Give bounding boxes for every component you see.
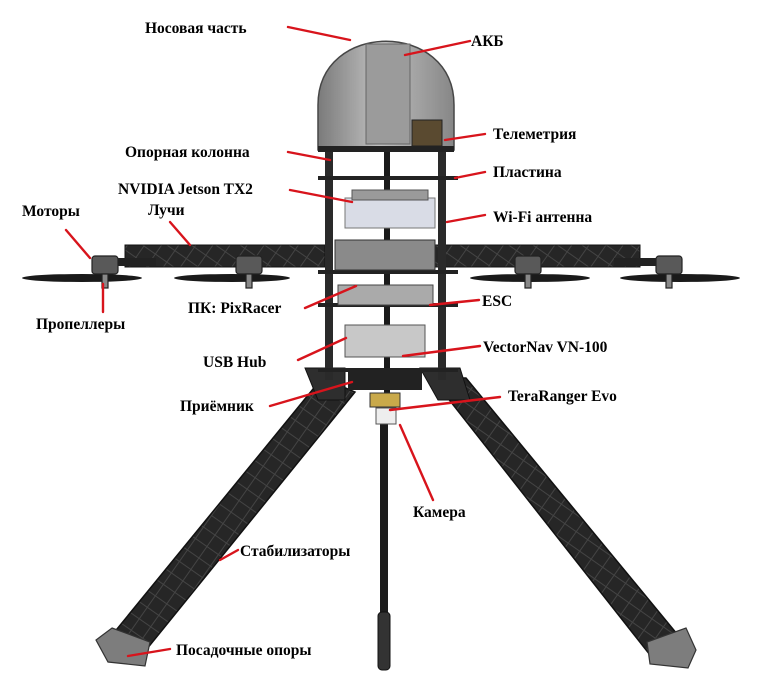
frame: [318, 150, 458, 410]
label-pixracer: ПК: PixRacer: [188, 300, 282, 317]
label-nose: Носовая часть: [145, 20, 247, 37]
usb-hub-block: [344, 324, 426, 358]
propellers: [22, 274, 740, 282]
label-support-column: Опорная колонна: [125, 144, 250, 161]
label-camera: Камера: [413, 504, 466, 521]
label-esc: ESC: [482, 293, 512, 310]
leader-lines: [64, 25, 502, 658]
jetson-board: [344, 197, 436, 229]
landing-leg-left: [95, 367, 357, 667]
label-propellers: Пропеллеры: [36, 316, 125, 333]
label-plate: Пластина: [493, 164, 562, 181]
battery-pack: [365, 43, 411, 145]
label-vectornav: VectorNav VN-100: [483, 339, 608, 356]
label-receiver: Приёмник: [180, 398, 254, 415]
label-motors: Моторы: [22, 203, 80, 220]
camera-end: [377, 611, 391, 671]
telemetry-module: [411, 119, 443, 147]
motors: [91, 255, 683, 289]
center-mast: [380, 400, 388, 615]
label-stabilizers: Стабилизаторы: [240, 543, 350, 560]
teraranger-block: [369, 392, 401, 408]
label-jetson: NVIDIA Jetson TX2: [118, 181, 253, 198]
label-teraranger: TeraRanger Evo: [508, 388, 617, 405]
label-landing-legs: Посадочные опоры: [176, 642, 312, 659]
label-arms: Лучи: [148, 202, 185, 219]
label-battery: АКБ: [471, 33, 504, 50]
label-telemetry: Телеметрия: [493, 126, 576, 143]
receiver-block: [348, 372, 422, 390]
flight-controller: [334, 239, 436, 271]
label-wifi: Wi-Fi антенна: [493, 209, 592, 226]
label-usb-hub: USB Hub: [203, 354, 266, 371]
